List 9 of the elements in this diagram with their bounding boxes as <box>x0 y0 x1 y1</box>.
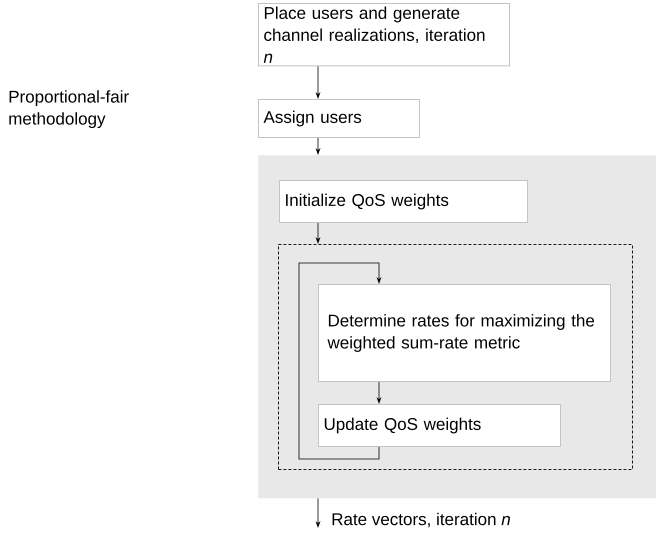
arrow <box>298 262 382 460</box>
process-box: Place users and generate channel realizations, iteration n <box>258 3 510 66</box>
process-box: Determine rates for maximizing the weighted sum-rate metric <box>318 284 611 382</box>
edge-label: Rate vectors, iteration n <box>330 512 512 528</box>
process-box: Assign users <box>258 99 420 138</box>
process-box: Initialize QoS weights <box>279 180 528 223</box>
dashed-frame <box>278 244 633 470</box>
process-box: Update QoS weights <box>318 404 561 447</box>
panel-heading: Proportional-fair methodology <box>9 90 129 128</box>
